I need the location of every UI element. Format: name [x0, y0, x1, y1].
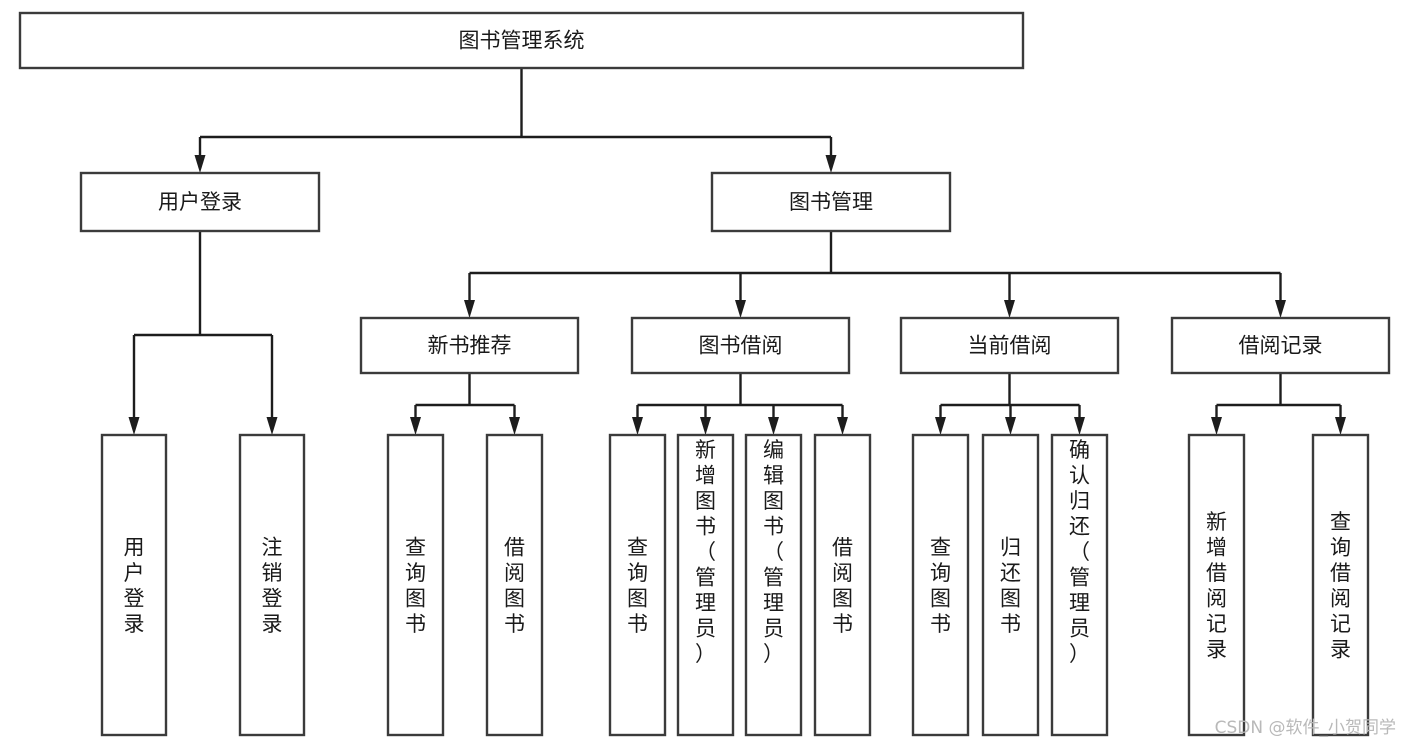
node-box-leaf-add-book-admin [676, 433, 735, 737]
node-leaf-add-book-admin[interactable]: 新增图书（管理员） [676, 433, 735, 737]
arrow-icon-leaf-query-books-current [935, 417, 946, 435]
node-label-leaf-logout-login: 注销登录 [262, 535, 283, 636]
csdn-watermark: CSDN @软件_小贺同学 [1215, 718, 1396, 738]
node-leaf-query-books-recommend[interactable]: 查询图书 [386, 433, 445, 737]
node-leaf-query-books-borrow[interactable]: 查询图书 [608, 433, 667, 737]
arrow-icon-leaf-borrow-books-recommend [509, 417, 520, 435]
arrow-icon-current-borrow [1004, 300, 1015, 318]
arrow-icon-leaf-logout-login [266, 417, 278, 435]
node-leaf-borrow-books-borrow[interactable]: 借阅图书 [813, 433, 872, 737]
node-box-leaf-query-books-borrow [608, 433, 667, 737]
node-leaf-add-borrow-record[interactable]: 新增借阅记录 [1187, 433, 1246, 737]
arrow-icon-leaf-edit-book-admin [768, 417, 779, 435]
node-box-book-management [710, 171, 952, 233]
node-leaf-query-borrow-record[interactable]: 查询借阅记录 [1311, 433, 1370, 737]
node-label-leaf-confirm-return-admin: 确认归还（管理员） [1069, 438, 1090, 666]
node-label-new-book-recommend: 新书推荐 [428, 334, 512, 358]
arrow-icon-book-borrow [735, 300, 746, 318]
node-leaf-query-books-current[interactable]: 查询图书 [911, 433, 970, 737]
node-label-root: 图书管理系统 [459, 29, 585, 53]
node-box-user-login [79, 171, 321, 233]
node-label-leaf-query-borrow-record: 查询借阅记录 [1330, 510, 1351, 662]
arrow-icon-leaf-add-borrow-record [1211, 417, 1222, 435]
arrow-icon-leaf-return-books [1005, 417, 1016, 435]
node-book-borrow[interactable]: 图书借阅 [630, 316, 851, 375]
node-label-leaf-add-borrow-record: 新增借阅记录 [1206, 510, 1227, 662]
node-leaf-logout-login[interactable]: 注销登录 [238, 433, 306, 737]
node-label-leaf-user-login: 用户登录 [124, 535, 145, 636]
node-box-book-borrow [630, 316, 851, 375]
node-label-book-borrow: 图书借阅 [699, 334, 783, 358]
node-label-leaf-edit-book-admin: 编辑图书（管理员） [763, 438, 784, 666]
node-root[interactable]: 图书管理系统 [18, 11, 1025, 70]
arrow-icon-leaf-add-book-admin [700, 417, 711, 435]
node-box-leaf-logout-login [238, 433, 306, 737]
node-box-leaf-borrow-books-recommend [485, 433, 544, 737]
node-label-leaf-borrow-books-recommend: 借阅图书 [504, 535, 525, 636]
node-box-leaf-edit-book-admin [744, 433, 803, 737]
node-leaf-confirm-return-admin[interactable]: 确认归还（管理员） [1050, 433, 1109, 737]
node-label-leaf-return-books: 归还图书 [1000, 535, 1021, 636]
arrow-icon-user-login [194, 155, 206, 173]
node-leaf-user-login[interactable]: 用户登录 [100, 433, 168, 737]
node-label-leaf-add-book-admin: 新增图书（管理员） [695, 438, 716, 666]
arrow-icon-leaf-query-books-borrow [632, 417, 643, 435]
node-box-leaf-confirm-return-admin [1050, 433, 1109, 737]
node-borrow-record[interactable]: 借阅记录 [1170, 316, 1391, 375]
connectors-layer [128, 68, 1346, 435]
arrow-icon-new-book-recommend [464, 300, 475, 318]
node-label-leaf-query-books-borrow: 查询图书 [627, 535, 648, 636]
node-box-leaf-add-borrow-record [1187, 433, 1246, 737]
arrow-icon-book-management [825, 155, 837, 173]
arrow-icon-leaf-borrow-books-borrow [837, 417, 848, 435]
node-label-borrow-record: 借阅记录 [1239, 334, 1323, 358]
arrow-icon-leaf-confirm-return-admin [1074, 417, 1085, 435]
node-box-leaf-user-login [100, 433, 168, 737]
node-box-leaf-query-borrow-record [1311, 433, 1370, 737]
node-current-borrow[interactable]: 当前借阅 [899, 316, 1120, 375]
arrow-icon-borrow-record [1275, 300, 1286, 318]
node-box-leaf-query-books-current [911, 433, 970, 737]
nodes-layer: 图书管理系统用户登录图书管理新书推荐图书借阅当前借阅借阅记录用户登录注销登录查询… [18, 11, 1391, 737]
node-box-borrow-record [1170, 316, 1391, 375]
node-box-root [18, 11, 1025, 70]
node-label-leaf-query-books-recommend: 查询图书 [405, 535, 426, 636]
node-leaf-borrow-books-recommend[interactable]: 借阅图书 [485, 433, 544, 737]
node-label-leaf-query-books-current: 查询图书 [930, 535, 951, 636]
node-box-new-book-recommend [359, 316, 580, 375]
arrow-icon-leaf-query-books-recommend [410, 417, 421, 435]
node-label-user-login: 用户登录 [158, 190, 242, 214]
node-new-book-recommend[interactable]: 新书推荐 [359, 316, 580, 375]
node-book-management[interactable]: 图书管理 [710, 171, 952, 233]
node-leaf-return-books[interactable]: 归还图书 [981, 433, 1040, 737]
node-leaf-edit-book-admin[interactable]: 编辑图书（管理员） [744, 433, 803, 737]
node-box-leaf-return-books [981, 433, 1040, 737]
node-user-login[interactable]: 用户登录 [79, 171, 321, 233]
arrow-icon-leaf-query-borrow-record [1335, 417, 1346, 435]
node-box-leaf-query-books-recommend [386, 433, 445, 737]
arrow-icon-leaf-user-login [128, 417, 140, 435]
node-label-leaf-borrow-books-borrow: 借阅图书 [832, 535, 853, 636]
node-label-current-borrow: 当前借阅 [968, 334, 1052, 358]
node-label-book-management: 图书管理 [789, 190, 873, 214]
node-box-current-borrow [899, 316, 1120, 375]
node-box-leaf-borrow-books-borrow [813, 433, 872, 737]
